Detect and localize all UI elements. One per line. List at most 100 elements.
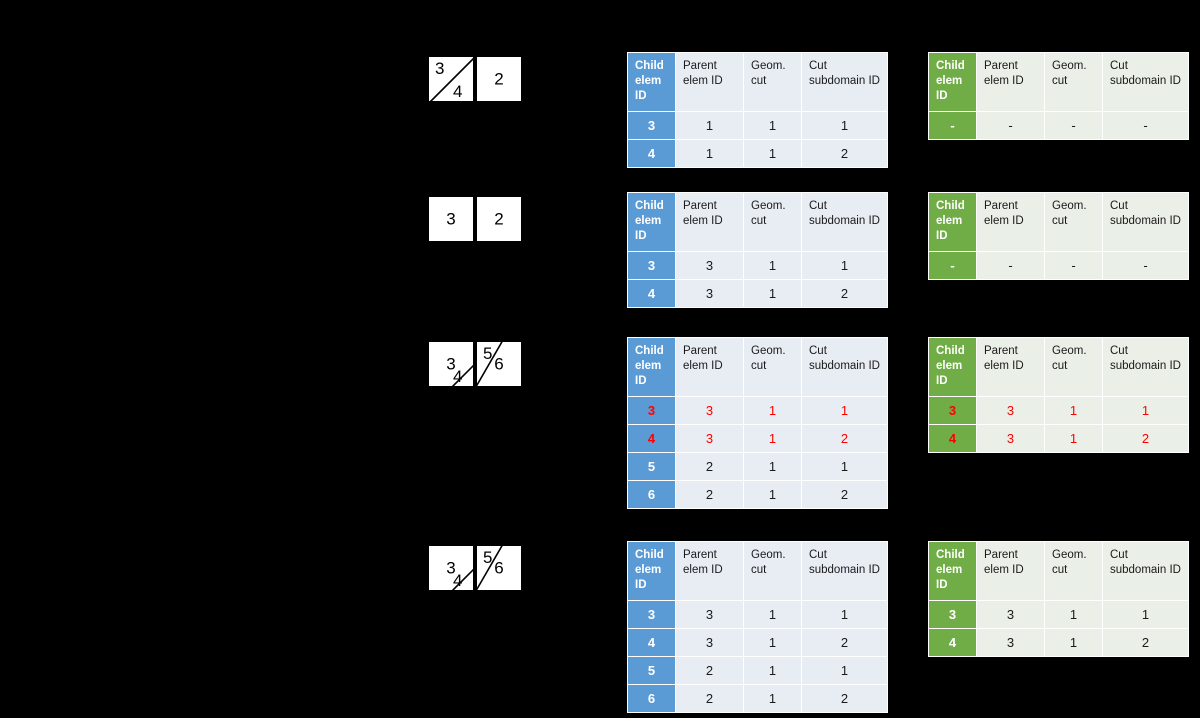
cell-geom-cut: 1 [743,683,802,713]
mesh-cell-label: 3 [446,209,456,229]
cell-cut-subdomain-id: 1 [801,110,888,140]
cell-geom-cut: 1 [743,655,802,685]
cell-parent-elem-id: 3 [675,627,744,657]
cell-parent-elem-id: 1 [675,110,744,140]
cell-geom-cut: 1 [1044,627,1103,657]
mesh-cell-1: 3 [428,196,474,242]
cell-cut-subdomain-id: 1 [801,250,888,280]
cell-child-elem-id: 3 [627,599,676,629]
column-header-cut-subdomain-id: Cut subdomain ID [801,541,888,601]
cell-cut-subdomain-id: - [1102,250,1189,280]
mesh-cell-label: 4 [453,571,463,590]
column-header-parent-elem-id: Parent elem ID [976,541,1045,601]
cell-child-elem-id: 3 [627,395,676,425]
cell-geom-cut: 1 [743,599,802,629]
column-header-cut-subdomain-id: Cut subdomain ID [801,192,888,252]
column-header-parent-elem-id: Parent elem ID [675,541,744,601]
column-header-cut-subdomain-id: Cut subdomain ID [1102,541,1189,601]
cell-geom-cut: 1 [1044,599,1103,629]
column-header-child-elem-id: Child elem ID [928,541,977,601]
column-header-parent-elem-id: Parent elem ID [976,337,1045,397]
mesh-cell-label: 2 [494,209,504,229]
cell-cut-subdomain-id: 2 [801,479,888,509]
cell-child-elem-id: 3 [928,395,977,425]
cell-parent-elem-id: 3 [675,278,744,308]
mesh-cell-label: 6 [494,354,504,374]
column-header-geom-cut: Geom. cut [743,541,802,601]
cell-child-elem-id: 3 [928,599,977,629]
column-header-parent-elem-id: Parent elem ID [675,192,744,252]
cell-geom-cut: - [1044,110,1103,140]
column-header-child-elem-id: Child elem ID [627,541,676,601]
column-header-child-elem-id: Child elem ID [627,192,676,252]
cell-geom-cut: 1 [743,479,802,509]
table-row: ---- [928,110,1189,140]
cell-parent-elem-id: - [976,250,1045,280]
column-header-child-elem-id: Child elem ID [928,192,977,252]
column-header-geom-cut: Geom. cut [743,337,802,397]
cell-cut-subdomain-id: 2 [801,278,888,308]
cell-child-elem-id: 4 [627,423,676,453]
cell-child-elem-id: - [928,110,977,140]
cell-cut-subdomain-id: 2 [1102,423,1189,453]
mesh-cell-label: 6 [494,558,504,578]
cell-parent-elem-id: 2 [675,479,744,509]
cell-cut-subdomain-id: 1 [801,395,888,425]
column-header-cut-subdomain-id: Cut subdomain ID [1102,192,1189,252]
column-header-cut-subdomain-id: Cut subdomain ID [1102,52,1189,112]
cell-cut-subdomain-id: 1 [801,451,888,481]
column-header-child-elem-id: Child elem ID [928,52,977,112]
cell-parent-elem-id: 3 [675,599,744,629]
cell-cut-subdomain-id: 1 [1102,395,1189,425]
column-header-cut-subdomain-id: Cut subdomain ID [1102,337,1189,397]
cell-cut-subdomain-id: 1 [801,655,888,685]
cell-child-elem-id: 5 [627,655,676,685]
mesh-cell-2: 2 [476,56,522,102]
cell-child-elem-id: 4 [928,627,977,657]
cell-geom-cut: - [1044,250,1103,280]
column-header-child-elem-id: Child elem ID [627,52,676,112]
cell-cut-subdomain-id: 2 [801,138,888,168]
cell-parent-elem-id: 3 [976,599,1045,629]
cell-geom-cut: 1 [743,423,802,453]
cell-geom-cut: 1 [1044,395,1103,425]
cell-parent-elem-id: 2 [675,683,744,713]
column-header-geom-cut: Geom. cut [1044,192,1103,252]
column-header-geom-cut: Geom. cut [743,52,802,112]
column-header-parent-elem-id: Parent elem ID [976,52,1045,112]
cell-parent-elem-id: 2 [675,451,744,481]
cell-parent-elem-id: 2 [675,655,744,685]
cell-cut-subdomain-id: 2 [801,423,888,453]
cell-cut-subdomain-id: 2 [801,683,888,713]
cell-child-elem-id: 4 [928,423,977,453]
column-header-geom-cut: Geom. cut [1044,541,1103,601]
cell-parent-elem-id: 3 [976,395,1045,425]
column-header-cut-subdomain-id: Cut subdomain ID [801,52,888,112]
mesh-cell-label: 2 [494,69,504,89]
mesh-cell-label: 5 [483,344,493,363]
cell-child-elem-id: 5 [627,451,676,481]
cell-geom-cut: 1 [743,110,802,140]
column-header-geom-cut: Geom. cut [743,192,802,252]
